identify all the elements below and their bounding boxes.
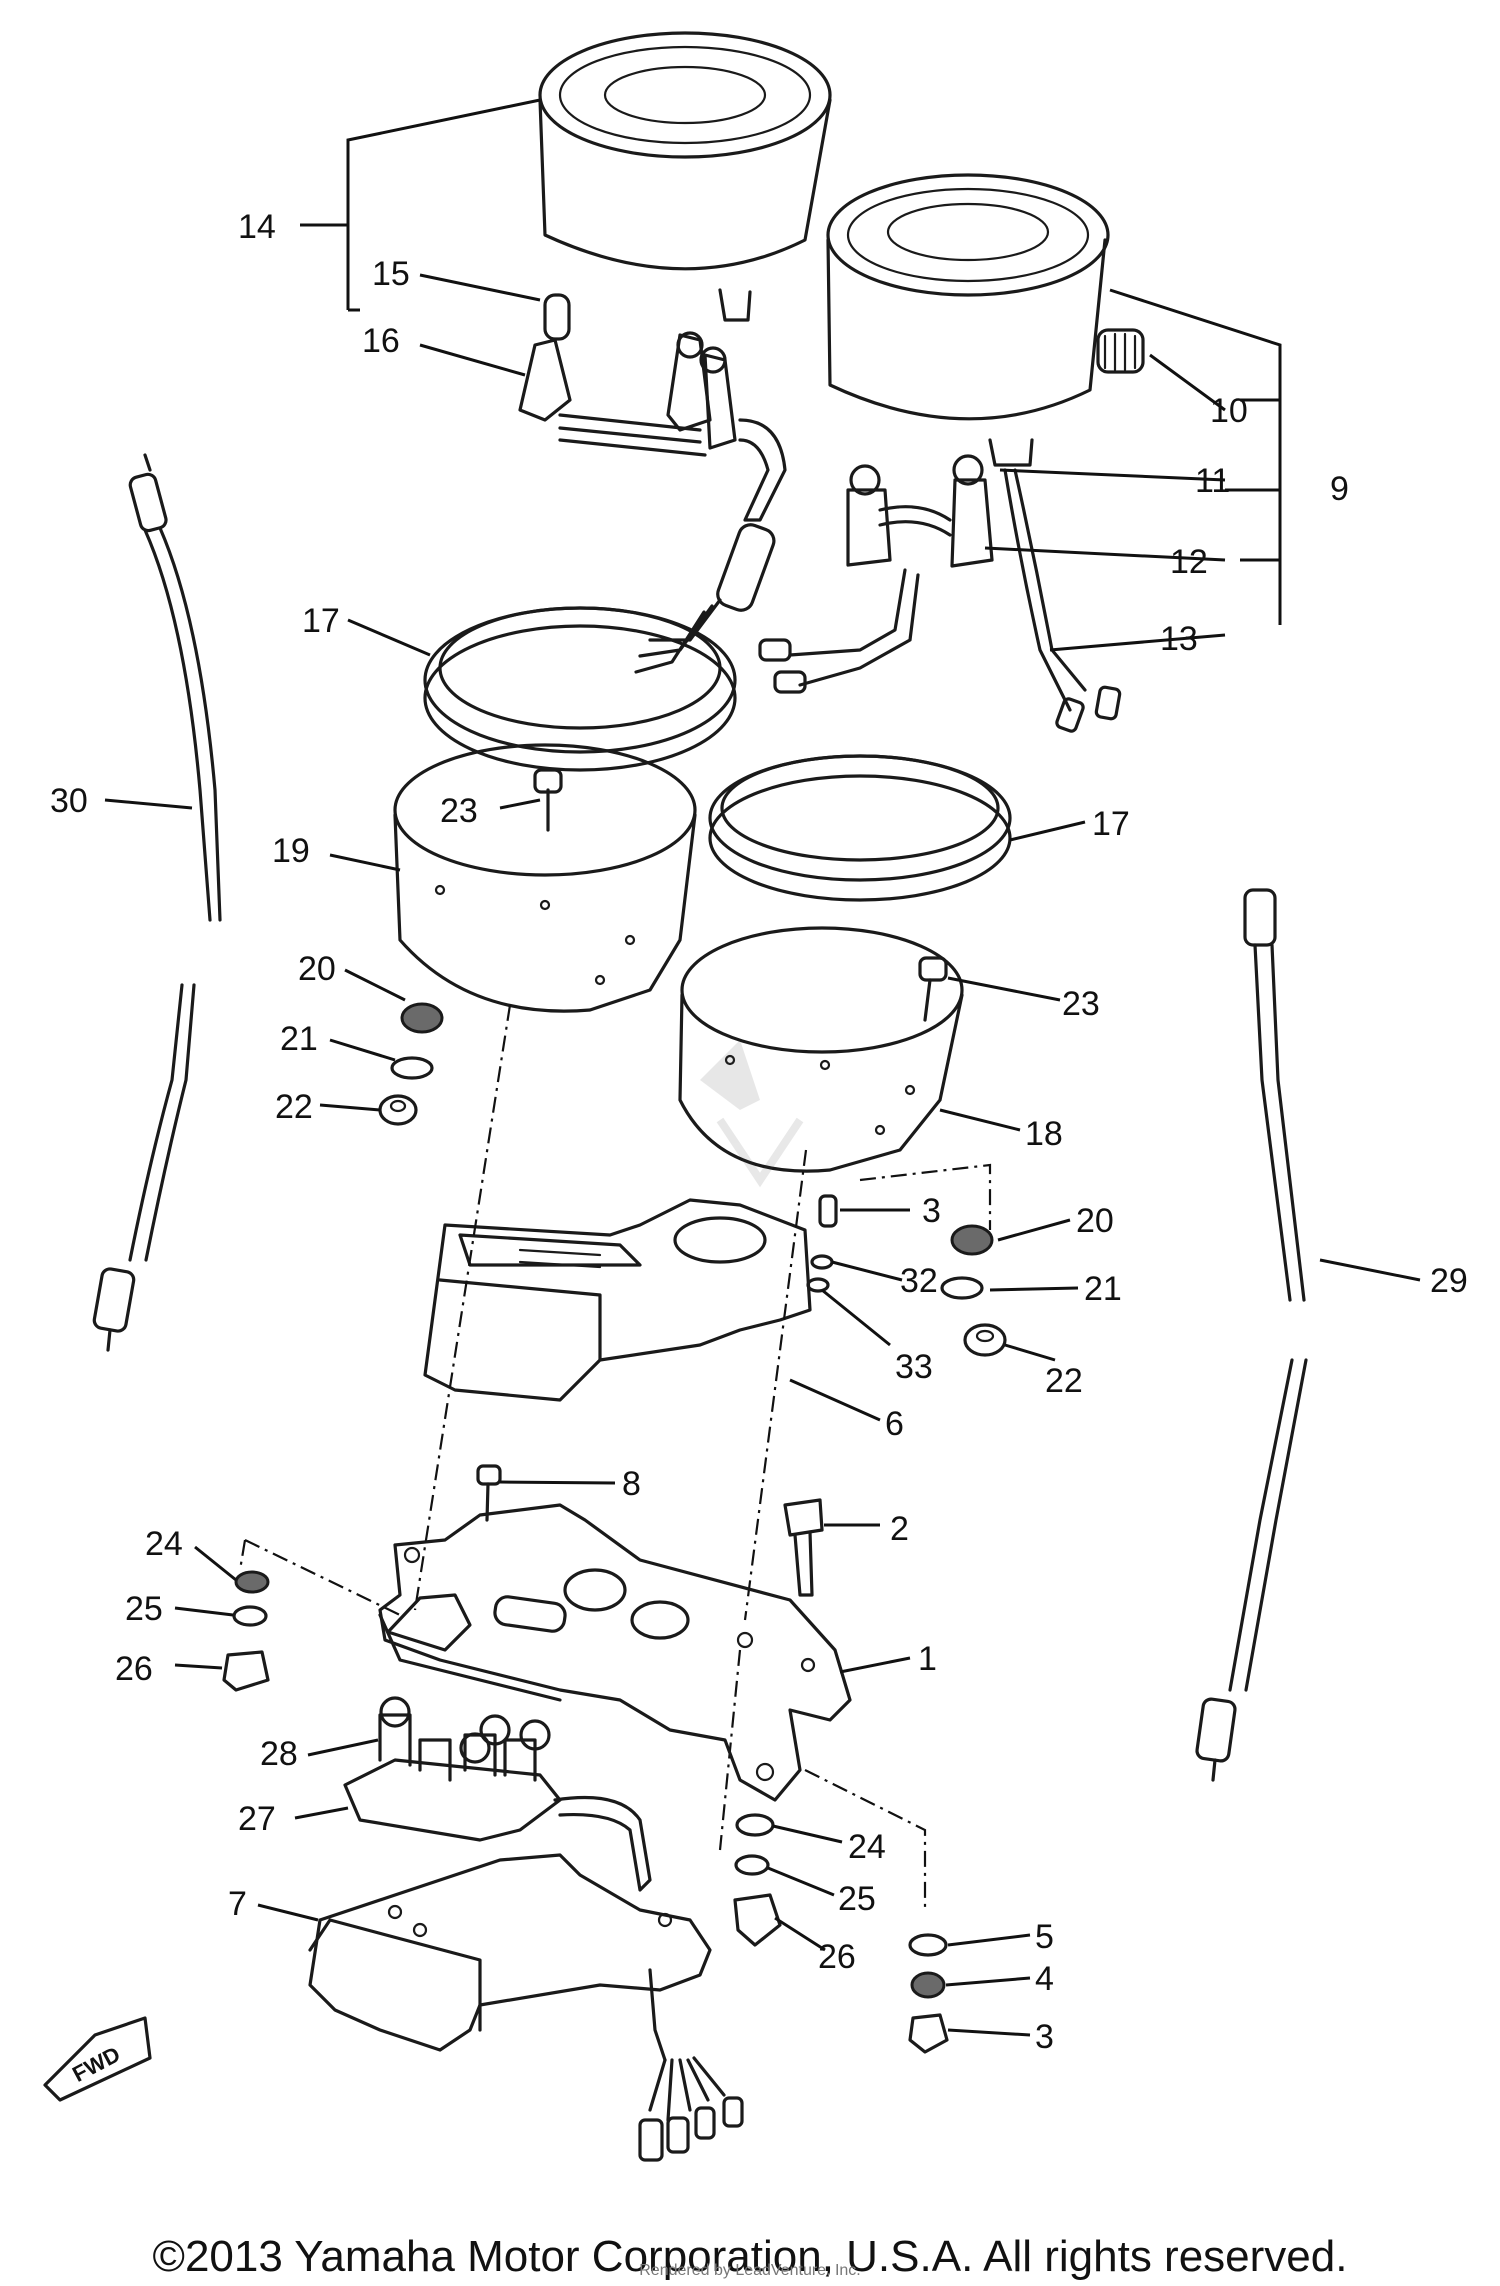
washer-21-left	[390, 1056, 434, 1080]
nut-3	[908, 2013, 949, 2054]
washer-5	[908, 1933, 948, 1957]
cover-7	[308, 1853, 744, 2162]
callout-23-left: 23	[440, 792, 478, 830]
gasket-17-right	[708, 754, 1012, 902]
callout-5: 5	[1035, 1918, 1054, 1956]
socket-harness-16	[518, 331, 787, 674]
callout-15: 15	[372, 255, 410, 293]
housing-6	[423, 1198, 812, 1402]
damper-24-left	[234, 1570, 270, 1594]
callout-16: 16	[362, 322, 400, 360]
callout-13: 13	[1160, 620, 1198, 658]
callout-17-left: 17	[302, 602, 340, 640]
nut-26-left	[222, 1650, 270, 1692]
callout-19: 19	[272, 832, 310, 870]
meter-assembly-right	[826, 173, 1145, 467]
damper-20-right	[950, 1224, 994, 1256]
callout-28: 28	[260, 1735, 298, 1773]
bracket-1	[378, 1503, 852, 1802]
nut-26-right	[733, 1893, 782, 1947]
callout-10: 10	[1210, 392, 1248, 430]
meter-assembly-left	[538, 31, 832, 322]
watermark-logo	[700, 1040, 804, 1188]
callout-11: 11	[1195, 462, 1230, 500]
cable-29	[1195, 888, 1308, 1782]
callout-20-right: 20	[1076, 1202, 1114, 1240]
washer-25-left	[232, 1605, 268, 1627]
gasket-17-left	[423, 606, 737, 772]
callout-labels: 1 2 3 3 4 5 6 7 8 9 10 11 12 13 14 15 16…	[50, 208, 1468, 2056]
callout-7: 7	[228, 1885, 247, 1923]
copyright-notice: ©2013 Yamaha Motor Corporation, U.S.A. A…	[152, 2232, 1348, 2281]
bulb-15	[543, 293, 571, 341]
socket-assembly-27	[343, 1713, 652, 1892]
screw-23-right	[918, 956, 948, 1022]
case-18	[678, 926, 964, 1173]
cable-30	[92, 453, 222, 1352]
screw-31	[818, 1194, 838, 1228]
rendered-by-note: Rendered by LeadVenture, Inc.	[639, 2262, 861, 2279]
callout-25-right: 25	[838, 1880, 876, 1918]
fwd-label: FWD	[68, 2041, 124, 2087]
callout-4: 4	[1035, 1960, 1054, 1998]
nut-22-left	[378, 1094, 418, 1126]
callout-21-right: 21	[1084, 1270, 1122, 1308]
callout-3-nut: 3	[1035, 2018, 1054, 2056]
case-19	[393, 743, 697, 1013]
callout-2: 2	[890, 1510, 909, 1548]
bulbs-28	[379, 1696, 551, 1764]
wire-13	[1003, 468, 1122, 733]
callout-22-right: 22	[1045, 1362, 1083, 1400]
callout-3-screw: 3	[922, 1192, 941, 1230]
callout-20-left: 20	[298, 950, 336, 988]
callout-26-right: 26	[818, 1938, 856, 1976]
callout-29: 29	[1430, 1262, 1468, 1300]
callout-9: 9	[1330, 470, 1349, 508]
screw-23-left	[533, 768, 563, 832]
damper-4	[910, 1971, 946, 1999]
callout-24-right: 24	[848, 1828, 886, 1866]
callout-26-left: 26	[115, 1650, 153, 1688]
bolt-2	[783, 1498, 824, 1597]
washer-32	[810, 1254, 834, 1270]
parts-diagram: FWD	[43, 31, 1468, 2162]
callout-27: 27	[238, 1800, 276, 1838]
washer-25-right	[734, 1854, 770, 1876]
callout-23-right: 23	[1062, 985, 1100, 1023]
callout-32: 32	[900, 1262, 938, 1300]
leader-lines	[104, 98, 1421, 2037]
callout-8: 8	[622, 1465, 641, 1503]
callout-6: 6	[885, 1405, 904, 1443]
callout-18: 18	[1025, 1115, 1063, 1153]
damper-24-right	[735, 1813, 775, 1837]
callout-14: 14	[238, 208, 276, 246]
alignment-lines	[238, 1004, 992, 1910]
fwd-arrow: FWD	[43, 2016, 152, 2102]
callout-33: 33	[895, 1348, 933, 1386]
nut-22-right	[963, 1323, 1007, 1357]
washer-21-right	[940, 1276, 984, 1300]
callout-22-left: 22	[275, 1088, 313, 1126]
callout-21-left: 21	[280, 1020, 318, 1058]
callout-1: 1	[918, 1640, 937, 1678]
callout-12: 12	[1170, 543, 1208, 581]
callout-25-left: 25	[125, 1590, 163, 1628]
callout-30: 30	[50, 782, 88, 820]
damper-20-left	[400, 1002, 444, 1034]
callout-24-left: 24	[145, 1525, 183, 1563]
socket-12-and-bulbs-11	[758, 454, 994, 694]
washer-33	[806, 1277, 830, 1293]
callout-17-right: 17	[1092, 805, 1130, 843]
